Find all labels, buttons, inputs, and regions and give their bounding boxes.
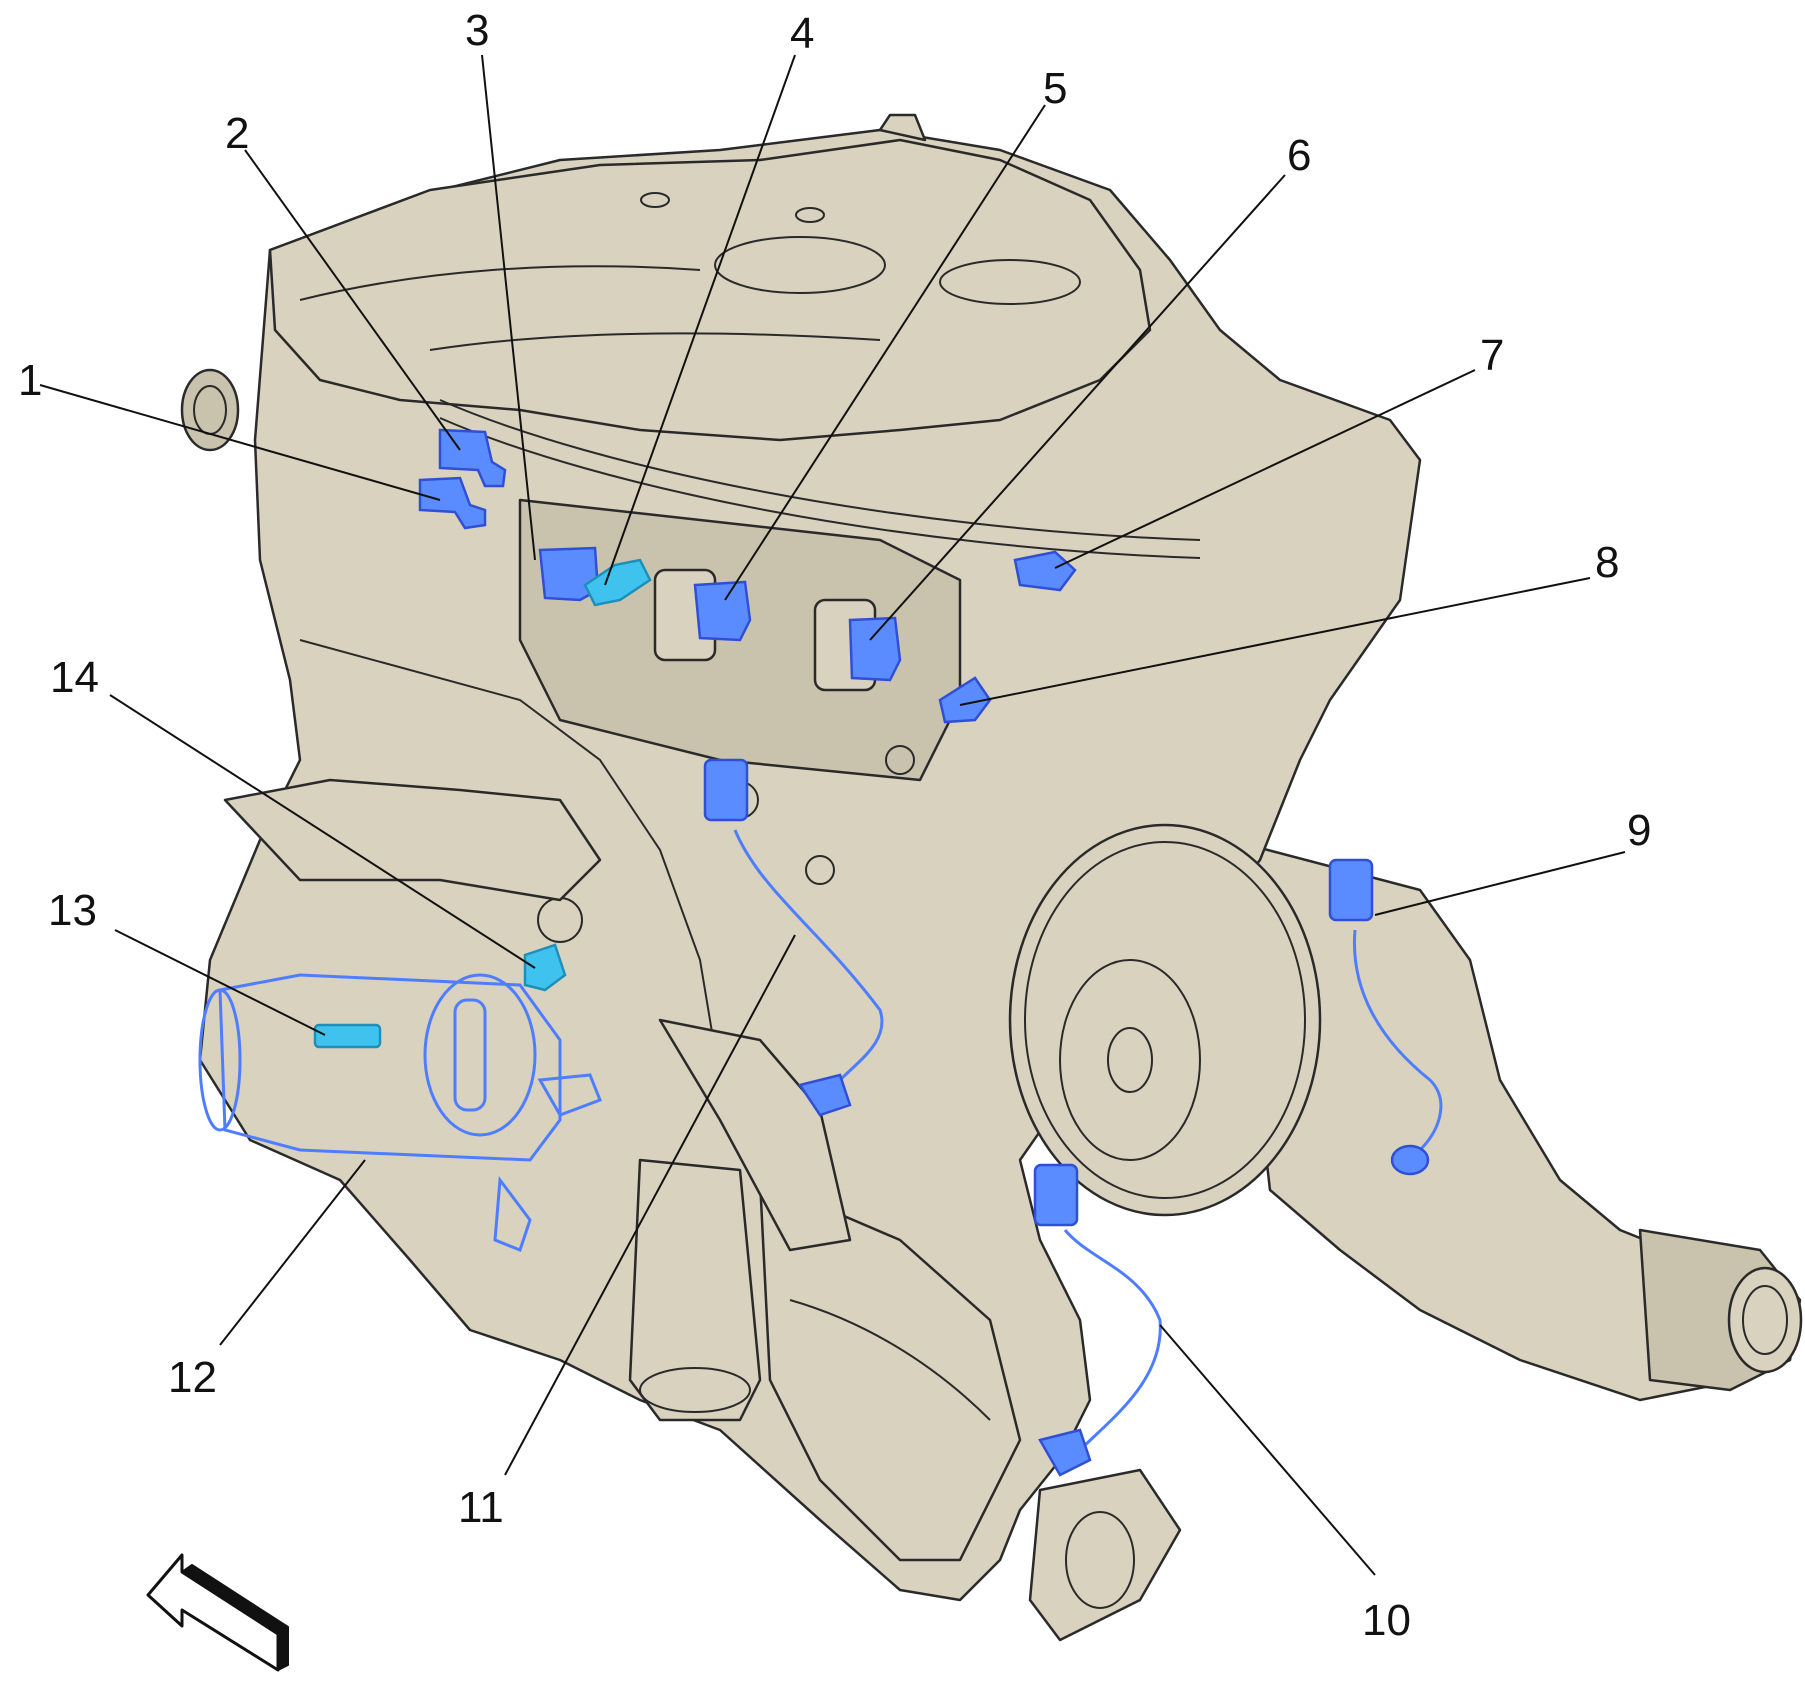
component-9 [1328,858,1443,1176]
leader-line-11 [504,934,796,1476]
component-5 [693,580,752,642]
component-11 [703,758,884,1117]
component-8 [938,676,992,724]
leader-line-5 [724,104,1046,601]
callout-9: 9 [1627,806,1651,855]
callout-6: 6 [1287,131,1311,180]
callout-5: 5 [1043,64,1067,113]
component-4 [583,558,652,607]
view-direction-arrow-icon [146,1553,289,1672]
callout-3: 3 [465,6,489,55]
leader-line-4 [604,54,796,586]
leader-lines [39,54,1626,1576]
starter-solenoid-connector [313,1023,382,1049]
knock-sensor [523,943,567,992]
leader-line-10 [1159,1324,1376,1576]
leader-line-3 [481,54,536,561]
callout-4: 4 [790,9,814,58]
leader-line-14 [109,694,536,969]
leader-line-2 [244,149,461,451]
leader-line-8 [959,577,1591,706]
leader-line-6 [869,174,1286,641]
callout-8: 8 [1595,538,1619,587]
component-10 [1033,1163,1162,1477]
callout-7: 7 [1480,331,1504,380]
callout-1: 1 [18,356,42,405]
callout-2: 2 [225,109,249,158]
component-1 [418,476,487,530]
engine-illustration [180,113,1803,1642]
leader-line-7 [1054,369,1476,569]
starter-motor [198,973,602,1252]
leader-line-1 [39,384,441,501]
leader-line-13 [114,929,326,1036]
callout-10: 10 [1362,1596,1411,1645]
leader-line-12 [219,1159,366,1346]
callout-11: 11 [458,1483,504,1532]
callout-14: 14 [50,653,99,702]
callout-12: 12 [168,1353,217,1402]
callout-labels: 1 2 3 4 5 6 7 8 9 10 11 12 13 14 [18,6,1651,1645]
callout-13: 13 [48,886,97,935]
component-6 [848,616,902,682]
leader-line-9 [1374,851,1626,916]
component-7 [1013,550,1077,592]
